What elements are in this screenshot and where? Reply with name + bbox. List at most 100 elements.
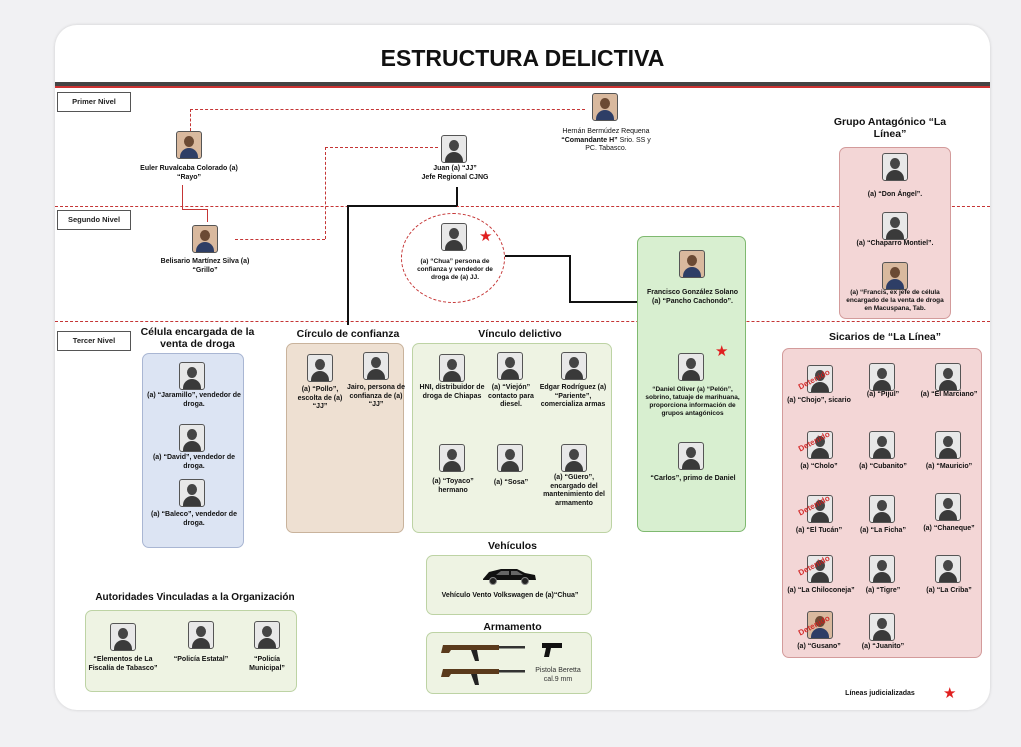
cubanito-label: (a) “Cubanito” [859, 463, 907, 470]
estatal-label: “Policía Estatal” [173, 656, 229, 663]
mauricio-label: (a) “Mauricio” [925, 463, 973, 470]
level-separator-1 [55, 206, 990, 207]
sosa-photo [497, 444, 523, 472]
chiloconeja-label: (a) “La Chiloconeja” [787, 587, 855, 594]
francis-label: (a) “Francis, ex jefe de célula encargad… [846, 289, 944, 312]
gusano-label: (a) “Gusano” [797, 643, 841, 650]
connector-euler-belisario-h [182, 209, 207, 210]
gusano-photo [807, 611, 833, 639]
marciano-label: (a) “El Marciano” [920, 391, 978, 398]
sicarios-title: Sicarios de “La Línea” [828, 331, 942, 343]
vinculo-title: Vínculo delictivo [478, 328, 562, 340]
jaramillo-photo [179, 362, 205, 390]
level-separator-2 [55, 321, 990, 322]
tucan-photo [807, 495, 833, 523]
guero-label: (a) “Güero”, encargado del mantenimiento… [543, 474, 605, 507]
sosa-label: (a) “Sosa” [493, 479, 529, 486]
juanito-photo [869, 613, 895, 641]
celula-box: (a) “Jaramillo”, vendedor de droga. (a) … [142, 353, 244, 548]
circulo-title: Círculo de confianza [296, 328, 400, 340]
connector-chua-h [505, 255, 570, 257]
edgar-photo [561, 352, 587, 380]
chua-photo [441, 223, 467, 251]
vehiculos-title: Vehículos [487, 540, 538, 552]
juan-label: Juan (a) “JJ”Jefe Regional CJNG [421, 165, 489, 181]
carlos-label: “Carlos”, primo de Daniel [650, 475, 736, 482]
antagonico-box: (a) “Don Ángel”. (a) “Chaparro Montiel”.… [839, 147, 951, 319]
connector-juan-top [325, 147, 438, 148]
connector-juan-circulo [347, 205, 349, 325]
chaneque-label: (a) “Chaneque” [923, 525, 975, 532]
chojo-photo [807, 365, 833, 393]
chua-label: (a) “Chua” persona de confianza y vended… [417, 258, 493, 281]
belisario-photo [192, 225, 218, 253]
municipal-photo [254, 621, 280, 649]
marciano-photo [935, 363, 961, 391]
armamento-label: Pistola Beretta cal.9 mm [535, 667, 581, 683]
juanito-label: (a) “Juanito” [861, 643, 905, 650]
municipal-label: “Policía Municipal” [249, 656, 285, 672]
vehiculo-label: Vehículo Vento Volkswagen de (a)“Chua” [441, 592, 579, 599]
sicarios-box: Detenido (a) “Chojo”, sicario (a) “Pijul… [782, 348, 982, 658]
mauricio-photo [935, 431, 961, 459]
armamento-title: Armamento [483, 621, 542, 633]
level-segundo: Segundo Nivel [57, 210, 131, 230]
francisco-photo [679, 250, 705, 278]
daniel-star-icon: ★ [715, 343, 729, 360]
chaparro-photo [882, 212, 908, 240]
pancho-group-box: Francisco González Solano (a) “Pancho Ca… [637, 236, 746, 532]
pistol-icon [542, 643, 562, 657]
circulo-box: (a) “Pollo”, escolta de (a) “JJ” Jairo, … [286, 343, 405, 533]
hernan-photo [592, 93, 618, 121]
ficha-label: (a) “La Ficha” [860, 527, 906, 534]
cholo-photo [807, 431, 833, 459]
jairo-photo [363, 352, 389, 380]
cholo-label: (a) “Cholo” [800, 463, 838, 470]
hernan-label: Hernán Bermúdez Requena“Comandante H” Sr… [561, 128, 651, 153]
daniel-label: “Daniel Oliver (a) “Pelón”, sobrino, tat… [645, 386, 740, 417]
tucan-label: (a) “El Tucán” [795, 527, 843, 534]
chaneque-photo [935, 493, 961, 521]
chua-circle [401, 213, 505, 303]
daniel-photo [678, 353, 704, 381]
euler-photo [176, 131, 202, 159]
tigre-label: (a) “Tigre” [865, 587, 901, 594]
connector-belisario-juan-v [325, 147, 326, 239]
hni-photo [439, 354, 465, 382]
pollo-photo [307, 354, 333, 382]
belisario-label: Belisario Martínez Silva (a) “Grillo” [160, 258, 250, 274]
estatal-photo [188, 621, 214, 649]
pijul-label: (a) “Pijul” [866, 391, 900, 398]
diagram-card: ESTRUCTURA DELICTIVA Primer Nivel Segund… [55, 25, 990, 710]
ficha-photo [869, 495, 895, 523]
title-divider [55, 82, 990, 88]
antagonico-title: Grupo Antagónico “La Línea” [833, 116, 947, 140]
celula-title: Célula encargada de la venta de droga [140, 326, 255, 350]
guero-photo [561, 444, 587, 472]
chojo-label: (a) “Chojo”, sicario [787, 397, 851, 404]
jaramillo-label: (a) “Jaramillo”, vendedor de droga. [147, 392, 241, 408]
tigre-photo [869, 555, 895, 583]
david-label: (a) “David”, vendedor de droga. [152, 454, 236, 470]
criba-photo [935, 555, 961, 583]
fiscalia-label: “Elementos de La Fiscalía de Tabasco” [88, 656, 158, 672]
connector-belisario-juan-h [235, 239, 325, 240]
david-photo [179, 424, 205, 452]
pollo-label: (a) “Pollo”, escolta de (a) “JJ” [297, 386, 343, 411]
francisco-label: Francisco González Solano (a) “Pancho Ca… [646, 289, 739, 305]
page-title: ESTRUCTURA DELICTIVA [380, 45, 665, 71]
baleco-photo [179, 479, 205, 507]
vinculo-box: HNI, distribuidor de droga de Chiapas (a… [412, 343, 612, 533]
chaparro-label: (a) “Chaparro Montiel”. [856, 240, 934, 247]
edgar-label: Edgar Rodríguez (a) “Pariente”, comercia… [539, 384, 607, 409]
baleco-label: (a) “Baleco”, vendedor de droga. [151, 511, 237, 527]
euler-label: Euler Ruvalcaba Colorado (a) “Rayo” [140, 165, 238, 181]
connector-euler-belisario [182, 185, 183, 209]
carlos-photo [678, 442, 704, 470]
toyaco-label: (a) “Toyaco” hermano [432, 478, 474, 494]
chua-star-icon: ★ [479, 228, 493, 245]
chiloconeja-photo [807, 555, 833, 583]
legend-label: Líneas judicializadas [845, 690, 915, 697]
viejon-photo [497, 352, 523, 380]
autoridades-title: Autoridades Vinculadas a la Organización [95, 592, 295, 603]
